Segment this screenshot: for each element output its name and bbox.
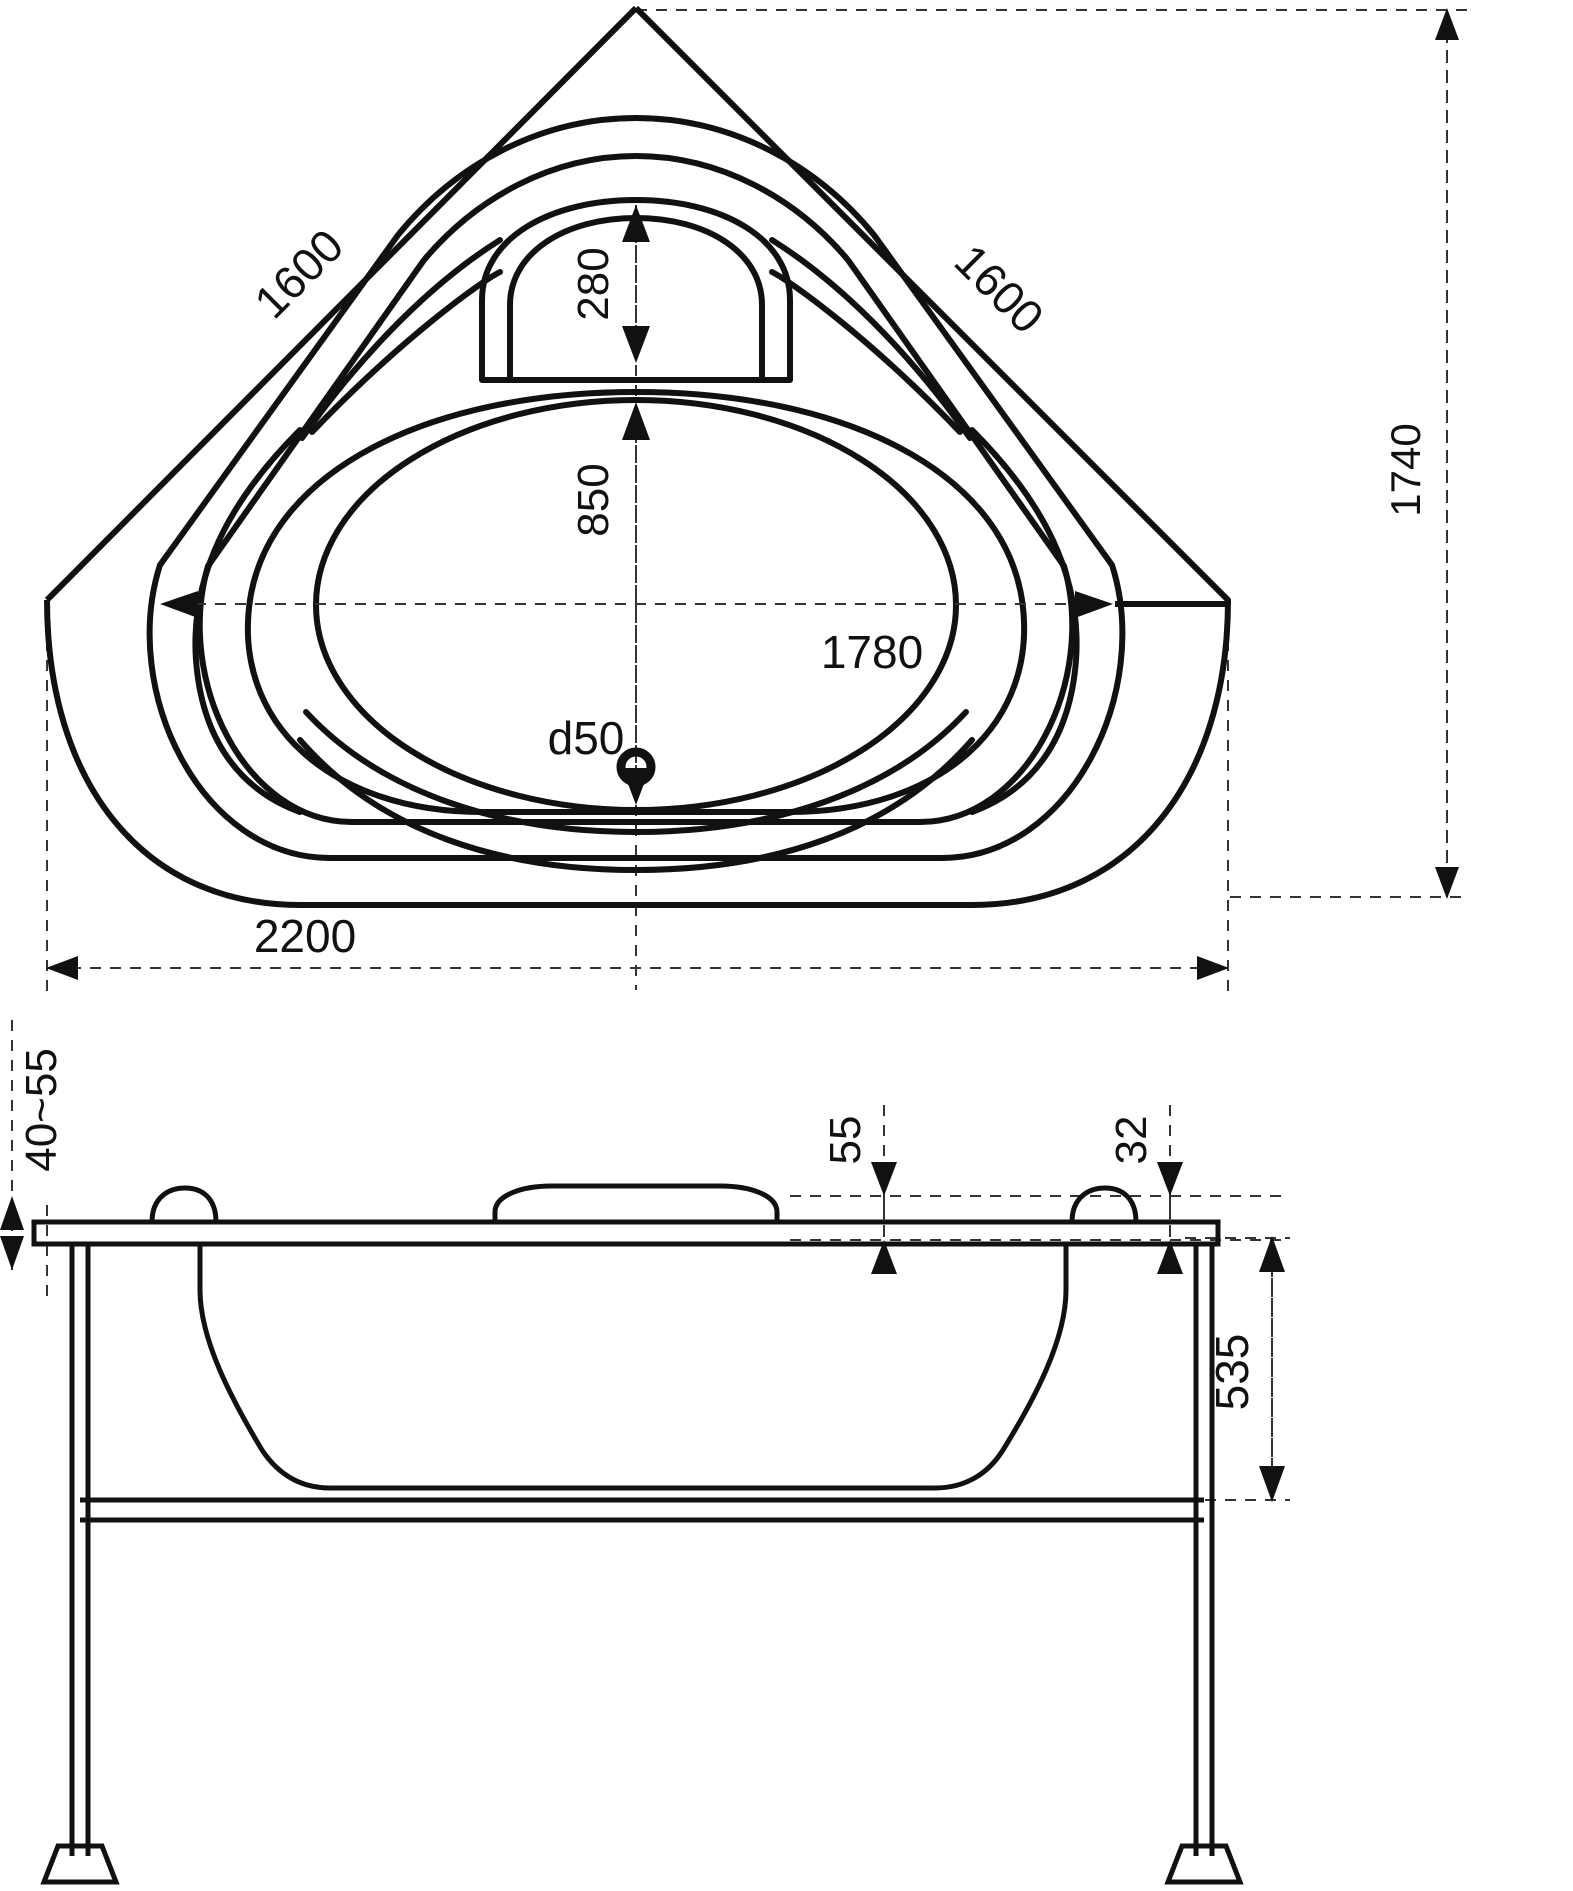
dim-label-535: 535	[1206, 1334, 1258, 1411]
dim-32: 32	[1107, 1116, 1183, 1274]
dim-280: 280	[569, 205, 650, 363]
basin-surround	[244, 388, 1028, 815]
dim-label-2200: 2200	[254, 910, 356, 962]
armrest-sweep-right	[969, 427, 1080, 815]
dim-label-280: 280	[569, 247, 618, 320]
dim-label-55: 55	[821, 1116, 870, 1165]
tub-outline-right-upper	[633, 5, 1231, 607]
dim-850: 850	[569, 402, 650, 805]
dim-2200: 2200	[46, 910, 1229, 980]
tub-rim-contour	[146, 115, 1126, 861]
tub-outline-left-upper	[44, 5, 639, 603]
tub-body-profile	[197, 1244, 1069, 1491]
dim-label-1600-right: 1600	[945, 234, 1054, 343]
dim-55: 55	[821, 1116, 897, 1274]
armrest-sweep-right-inner	[769, 269, 963, 435]
elevation-extension-lines	[11, 1020, 1290, 1501]
dim-1780: 1780	[160, 591, 1113, 678]
grab-handle-left	[149, 1185, 219, 1223]
dim-label-32: 32	[1107, 1116, 1156, 1165]
armrest-sweep-left-inner	[309, 269, 503, 435]
tub-outline-lower-arc	[44, 599, 1231, 908]
grab-handle-right	[1069, 1185, 1139, 1223]
dim-535: 535	[1206, 1236, 1285, 1502]
tub-rim-contour-2	[196, 153, 1076, 825]
drain-circle	[616, 747, 656, 787]
dim-label-1780: 1780	[821, 626, 923, 678]
tub-rim-plate	[31, 1219, 1221, 1247]
adjustable-feet	[40, 1843, 1244, 1885]
armrest-sweep-right-upper	[769, 237, 973, 441]
dim-label-40-55: 40~55	[17, 1048, 66, 1172]
dim-40-55: 40~55	[0, 1048, 66, 1270]
drain-marker: d50	[548, 712, 656, 787]
bottom-sweep-outer	[297, 737, 975, 874]
support-frame	[69, 1244, 1215, 1856]
dim-label-1740: 1740	[1382, 423, 1429, 516]
armrest-sweep-left-upper	[299, 237, 503, 441]
dim-label-850: 850	[569, 463, 618, 536]
plan-extension-lines	[46, 9, 1470, 1000]
headrest-profile	[492, 1183, 780, 1222]
bottom-sweep-inner	[303, 709, 969, 836]
armrest-sweep-left	[192, 427, 303, 815]
dim-1740: 1740	[1382, 8, 1459, 899]
dim-label-d50: d50	[548, 712, 625, 764]
headrest-outline	[479, 197, 793, 383]
